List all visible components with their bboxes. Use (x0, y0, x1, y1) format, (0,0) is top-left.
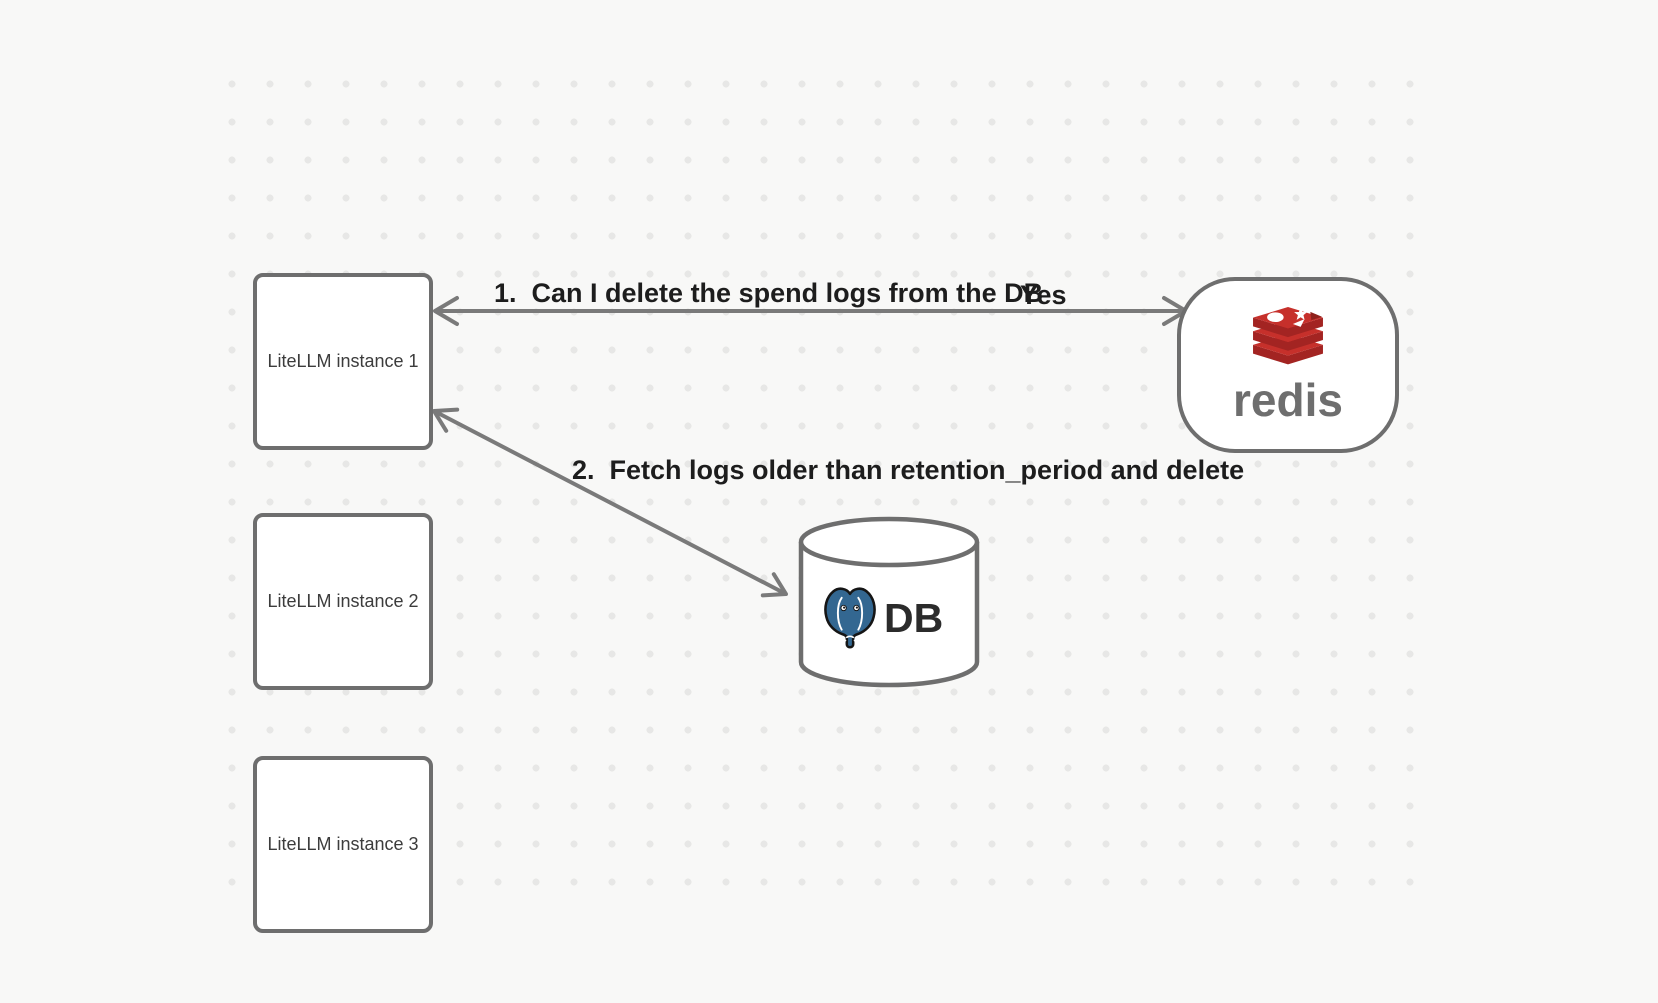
postgresql-logo-icon (824, 587, 876, 649)
node-label: LiteLLM instance 1 (267, 350, 419, 371)
node-litellm-instance-2[interactable]: LiteLLM instance 2 (253, 513, 433, 690)
db-label: DB (884, 595, 944, 641)
node-litellm-instance-1[interactable]: LiteLLM instance 1 (253, 273, 433, 450)
redis-wordmark: redis (1233, 374, 1343, 426)
node-litellm-instance-3[interactable]: LiteLLM instance 3 (253, 756, 433, 933)
edge2-label: 2. Fetch logs older than retention_perio… (572, 455, 1245, 485)
node-label: LiteLLM instance 2 (267, 590, 419, 611)
redis-logo-icon (1253, 307, 1323, 365)
node-redis[interactable]: redis (1177, 277, 1399, 453)
node-db-cylinder[interactable] (797, 515, 981, 689)
db-node-content: DB (818, 581, 978, 656)
edge1-label: 1. Can I delete the spend logs from the … (494, 278, 1044, 308)
node-label: LiteLLM instance 3 (267, 833, 419, 854)
edge1-response-label: Yes (1020, 280, 1067, 310)
